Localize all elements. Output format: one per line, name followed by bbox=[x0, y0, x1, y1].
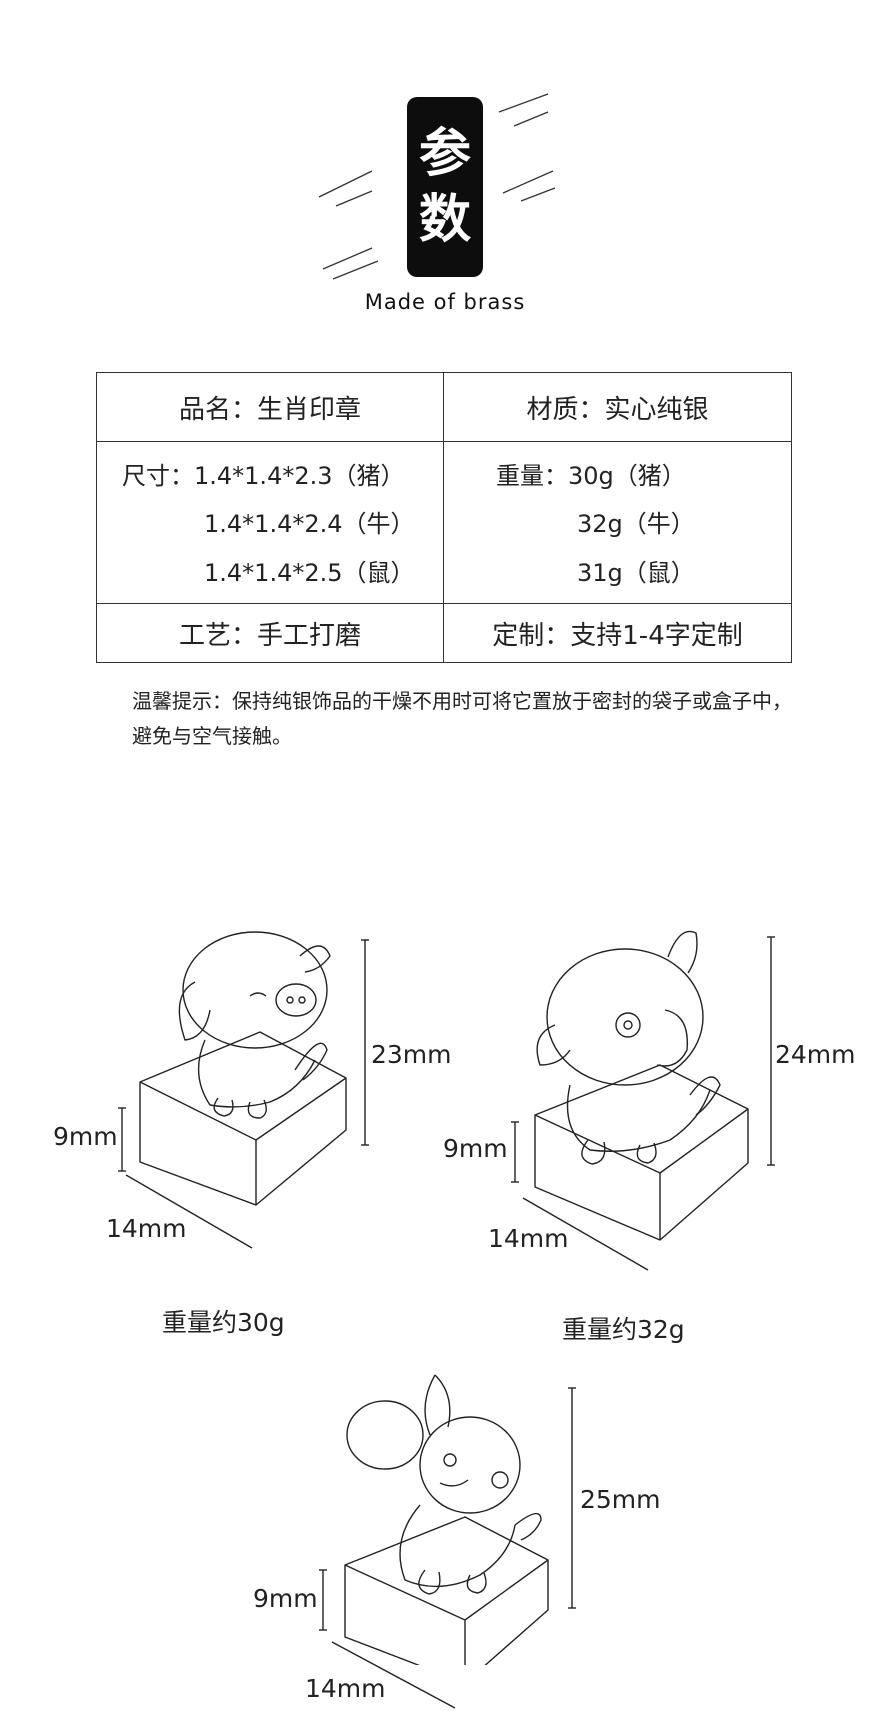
spec-craft: 工艺：手工打磨 bbox=[96, 603, 444, 663]
ox-width-label: 14mm bbox=[488, 1224, 569, 1253]
size-line-ox: 1.4*1.4*2.4（牛） bbox=[204, 510, 415, 538]
spec-name: 品名：生肖印章 bbox=[96, 372, 444, 442]
ox-height-label: 24mm bbox=[775, 1040, 856, 1069]
subtitle: Made of brass bbox=[364, 290, 526, 314]
ox-dimension-lines bbox=[511, 936, 775, 1271]
rat-dimension-lines bbox=[319, 1387, 576, 1709]
spec-material: 材质：实心纯银 bbox=[443, 372, 792, 442]
pig-width-label: 14mm bbox=[106, 1214, 187, 1243]
spec-custom: 定制：支持1-4字定制 bbox=[443, 603, 792, 663]
rat-height-label: 25mm bbox=[580, 1485, 661, 1514]
pig-height-label: 23mm bbox=[371, 1040, 452, 1069]
size-line-rat: 1.4*1.4*2.5（鼠） bbox=[204, 559, 415, 587]
weight-line-ox: 32g（牛） bbox=[577, 510, 695, 538]
rat-seal-illustration bbox=[344, 1374, 549, 1665]
weight-line-rat: 31g（鼠） bbox=[577, 559, 695, 587]
spec-size: 尺寸：1.4*1.4*2.3（猪） 1.4*1.4*2.4（牛） 1.4*1.4… bbox=[96, 441, 444, 604]
pig-weight-label: 重量约30g bbox=[162, 1308, 285, 1337]
ox-base-label: 9mm bbox=[443, 1134, 508, 1163]
badge-char-2: 数 bbox=[418, 189, 471, 250]
ox-seal-illustration bbox=[534, 930, 749, 1241]
spec-table: 品名：生肖印章 材质：实心纯银 尺寸：1.4*1.4*2.3（猪） 1.4*1.… bbox=[96, 372, 792, 663]
weight-line-pig: 重量：30g（猪） bbox=[496, 462, 686, 490]
pig-dimension-lines bbox=[118, 939, 369, 1249]
care-tip: 温馨提示：保持纯银饰品的干燥不用时可将它置放于密封的袋子或盒子中，避免与空气接触… bbox=[132, 689, 792, 748]
rat-base-label: 9mm bbox=[253, 1584, 318, 1613]
pig-base-label: 9mm bbox=[53, 1122, 118, 1151]
decorative-strokes bbox=[318, 93, 556, 280]
params-badge: 参 数 bbox=[407, 97, 483, 277]
badge-char-1: 参 bbox=[418, 123, 471, 184]
rat-width-label: 14mm bbox=[305, 1674, 386, 1703]
pig-seal-illustration bbox=[139, 931, 347, 1206]
spec-weight: 重量：30g（猪） 32g（牛） 31g（鼠） bbox=[443, 441, 792, 604]
size-line-pig: 尺寸：1.4*1.4*2.3（猪） bbox=[122, 462, 405, 490]
ox-weight-label: 重量约32g bbox=[562, 1315, 685, 1344]
